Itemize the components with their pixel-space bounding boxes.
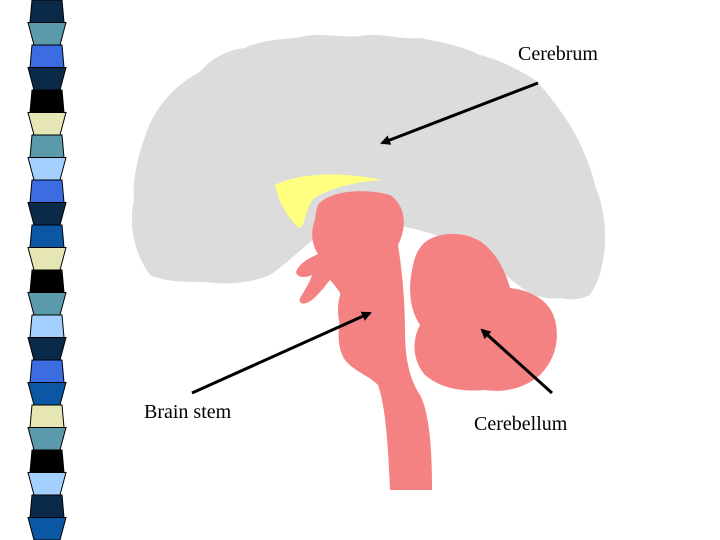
cerebellum-label: Cerebellum [474,413,568,435]
brain-stem-arrow-icon [191,311,372,395]
pons-shape [338,274,382,346]
cerebrum-shape [131,34,606,300]
brain-stem-label: Brain stem [144,401,232,423]
corpus-callosum-shape [275,174,382,228]
cerebellum-shape [410,233,557,391]
stripe-block [27,517,67,540]
cerebrum-label: Cerebrum [518,43,598,65]
cerebellum-arrow-icon [480,328,554,395]
decorative-stripe [27,0,67,540]
cerebrum-arrow-icon [380,81,539,145]
